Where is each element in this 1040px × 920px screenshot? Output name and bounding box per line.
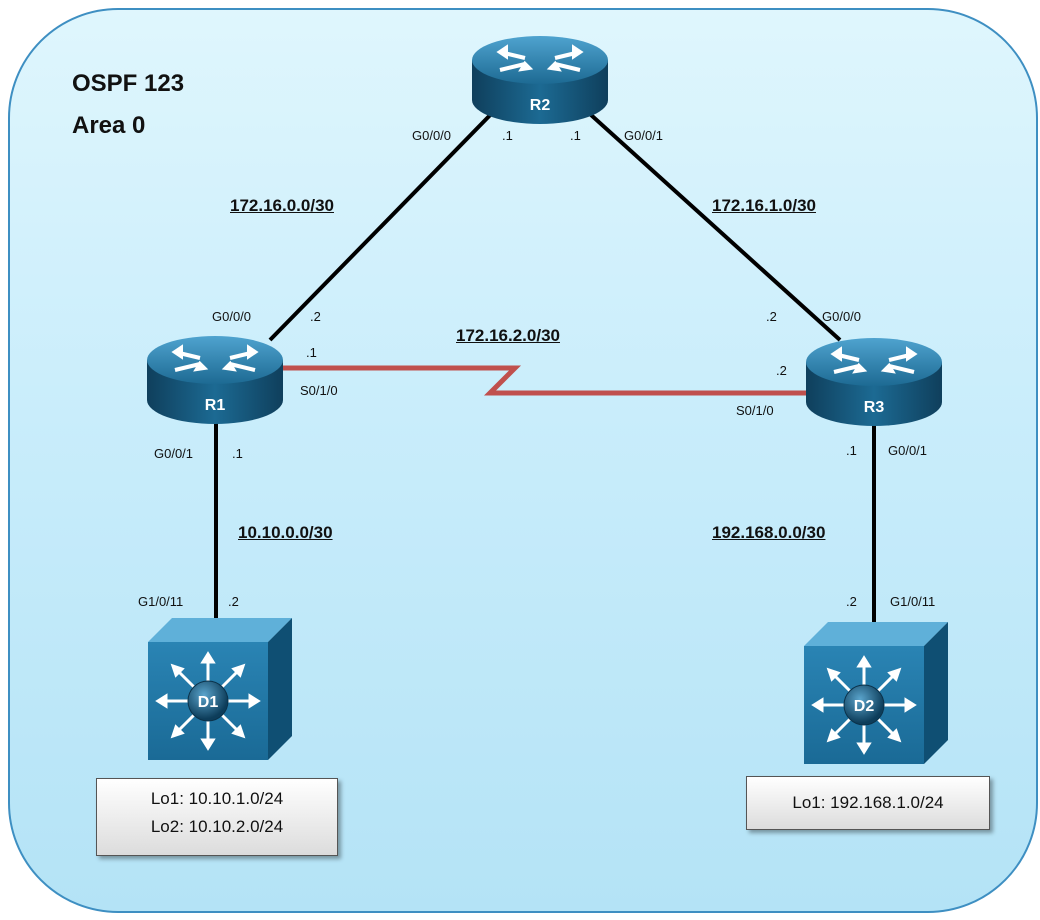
- r2-g001-label: G0/0/1: [624, 128, 664, 143]
- network-r2-r3: 172.16.1.0/30: [712, 196, 816, 215]
- router-r2-label: R2: [530, 97, 551, 114]
- router-r3-label: R3: [864, 399, 885, 416]
- r3-s010-label: S0/1/0: [736, 403, 774, 418]
- r3-g000-label: G0/0/0: [822, 309, 862, 324]
- r1-g001-label: G0/0/1: [154, 446, 194, 461]
- switch-d2-label: D2: [854, 698, 875, 715]
- router-r2[interactable]: R2: [472, 36, 608, 124]
- area-label: Area 0: [72, 112, 146, 139]
- d1-ip: .2: [228, 594, 239, 609]
- r3-g001-label: G0/0/1: [888, 443, 928, 458]
- router-r3[interactable]: R3: [806, 338, 942, 426]
- router-r1[interactable]: R1: [147, 336, 283, 424]
- link-r1-r3-serial: [270, 365, 815, 396]
- d2-loopbacks-box: Lo1: 192.168.1.0/24: [746, 776, 990, 830]
- r3-g000-ip: .2: [766, 309, 777, 324]
- d1-g1011-label: G1/0/11: [138, 594, 184, 609]
- d2-ip: .2: [846, 594, 857, 609]
- d1-lo2: Lo2: 10.10.2.0/24: [150, 817, 284, 836]
- r2-g001-ip: .1: [570, 128, 581, 143]
- switch-d1-label: D1: [198, 694, 219, 711]
- r1-s010-label: S0/1/0: [300, 383, 338, 398]
- r2-g000-ip: .1: [502, 128, 513, 143]
- switch-d1[interactable]: D1: [148, 618, 292, 760]
- d1-lo1: Lo1: 10.10.1.0/24: [150, 789, 284, 808]
- router-r1-label: R1: [205, 397, 226, 414]
- network-r1-r2: 172.16.0.0/30: [230, 196, 334, 215]
- switch-d2[interactable]: D2: [804, 622, 948, 764]
- r1-g000-ip: .2: [310, 309, 321, 324]
- network-r1-d1: 10.10.0.0/30: [238, 523, 333, 542]
- r1-g000-label: G0/0/0: [212, 309, 252, 324]
- d1-loopbacks-box: Lo1: 10.10.1.0/24 Lo2: 10.10.2.0/24: [96, 778, 338, 856]
- r1-g001-ip: .1: [232, 446, 243, 461]
- link-r1-r2: [268, 103, 502, 342]
- r3-g001-ip: .1: [846, 443, 857, 458]
- network-r1-r3: 172.16.2.0/30: [456, 326, 560, 345]
- link-r2-r3: [578, 103, 842, 342]
- network-r3-d2: 192.168.0.0/30: [712, 523, 826, 542]
- d2-g1011-label: G1/0/11: [890, 594, 936, 609]
- r3-s010-ip: .2: [776, 363, 787, 378]
- d2-lo1: Lo1: 192.168.1.0/24: [792, 793, 944, 812]
- r1-s010-ip: .1: [306, 345, 317, 360]
- r2-g000-label: G0/0/0: [412, 128, 452, 143]
- ospf-process-label: OSPF 123: [72, 70, 185, 97]
